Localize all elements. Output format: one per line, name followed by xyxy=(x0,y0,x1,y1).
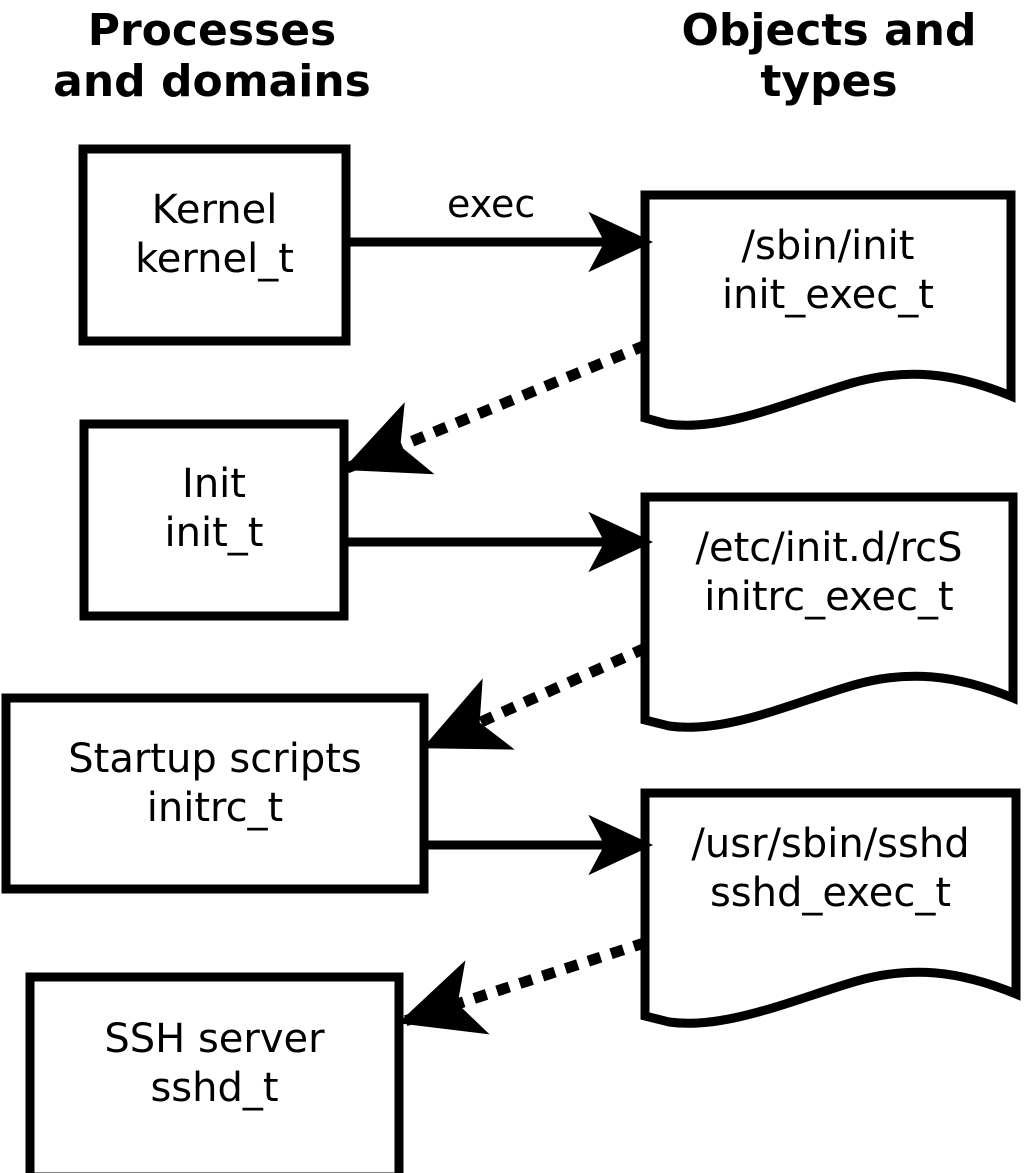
process-node-initrc[interactable] xyxy=(1,693,429,894)
object-node-initrc-exec[interactable] xyxy=(640,492,1018,732)
column-header-objects: Objects and types xyxy=(681,5,977,107)
process-node-init[interactable] xyxy=(79,419,349,621)
object-node-init-exec[interactable] xyxy=(640,190,1016,430)
object-node-sshd-exec[interactable] xyxy=(640,788,1021,1028)
process-node-kernel[interactable] xyxy=(78,144,351,346)
edge-initrcexec-becomes-initrc[interactable] xyxy=(422,642,649,752)
column-header-processes: Processes and domains xyxy=(53,5,371,107)
process-node-sshd[interactable] xyxy=(25,972,404,1173)
edge-label-exec: exec xyxy=(447,182,536,226)
edge-initexec-becomes-init[interactable] xyxy=(342,339,649,475)
edge-sshdexec-becomes-sshd[interactable] xyxy=(398,937,648,1035)
